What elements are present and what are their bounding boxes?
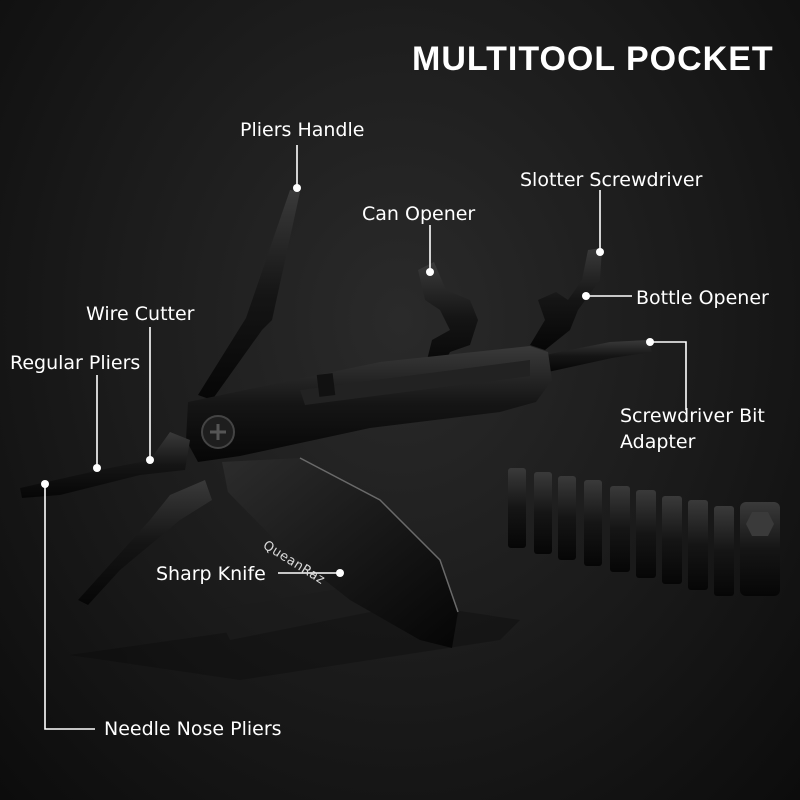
label-can-opener: Can Opener xyxy=(362,203,476,225)
page-title: MULTITOOL POCKET xyxy=(412,40,774,78)
callout-dots xyxy=(41,184,654,577)
label-wire-cutter: Wire Cutter xyxy=(86,303,195,325)
label-pliers-handle: Pliers Handle xyxy=(240,119,365,141)
knife-blade xyxy=(222,458,458,648)
main-handle-shape xyxy=(186,346,552,462)
callout-lines xyxy=(44,145,687,730)
pliers-jaw-upper xyxy=(20,432,190,498)
pliers-handle-shape xyxy=(198,190,300,400)
label-needle-nose-pliers: Needle Nose Pliers xyxy=(104,718,282,740)
label-screwdriver-bit-adapter-line1: Screwdriver Bit xyxy=(620,405,765,427)
bottle-opener-shape xyxy=(530,248,602,350)
label-bottle-opener: Bottle Opener xyxy=(636,287,769,309)
screwdriver-bits xyxy=(508,468,780,596)
bit-adapter-shape xyxy=(545,340,652,372)
can-opener-shape xyxy=(418,262,478,372)
pliers-jaw-lower xyxy=(78,480,212,605)
label-regular-pliers: Regular Pliers xyxy=(10,352,141,374)
label-screwdriver-bit-adapter-line2: Adapter xyxy=(620,431,696,453)
label-slotter-screwdriver: Slotter Screwdriver xyxy=(520,169,703,191)
label-sharp-knife: Sharp Knife xyxy=(156,563,266,585)
